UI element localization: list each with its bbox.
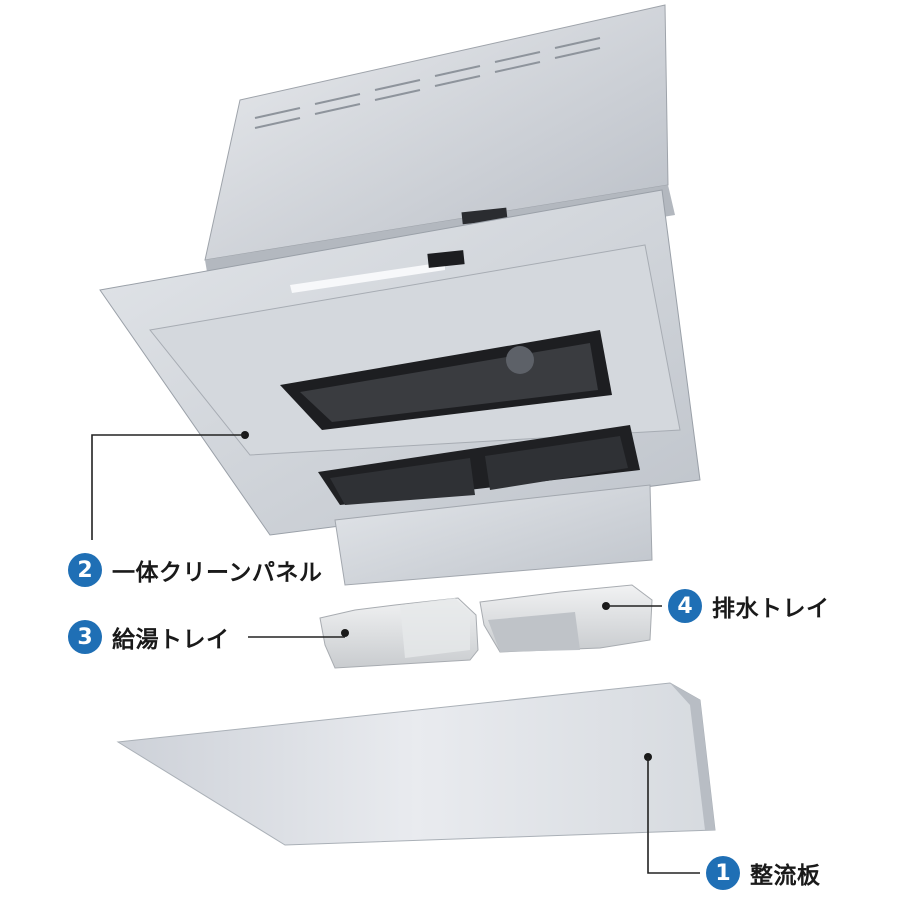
drain-tray (479, 584, 653, 653)
badge-2: 2 (68, 553, 102, 587)
hood-vents (254, 37, 601, 129)
label-drain-tray: 排水トレイ (712, 596, 830, 622)
label-rectifier-plate: 整流板 (750, 863, 821, 889)
hot-water-tray-marker (341, 629, 349, 637)
callout-rectifier-plate: 1 整流板 (706, 856, 821, 890)
callout-hot-water-tray: 3 給湯トレイ (68, 620, 230, 654)
callout-drain-tray: 4 排水トレイ (668, 589, 830, 623)
badge-3: 3 (68, 620, 102, 654)
leader-line-rectifier-plate (647, 757, 700, 874)
badge-4: 4 (668, 589, 702, 623)
motor-housing (318, 425, 653, 586)
label-hot-water-tray: 給湯トレイ (112, 627, 230, 653)
callout-clean-panel: 2 一体クリーンパネル (68, 553, 322, 587)
hot-water-tray (319, 597, 479, 669)
leader-lines (91, 434, 700, 874)
clean-panel (149, 244, 681, 456)
rectifier-plate (116, 682, 716, 846)
leader-line-clean-panel (91, 434, 245, 540)
label-clean-panel: 一体クリーンパネル (112, 560, 323, 586)
badge-1: 1 (706, 856, 740, 890)
